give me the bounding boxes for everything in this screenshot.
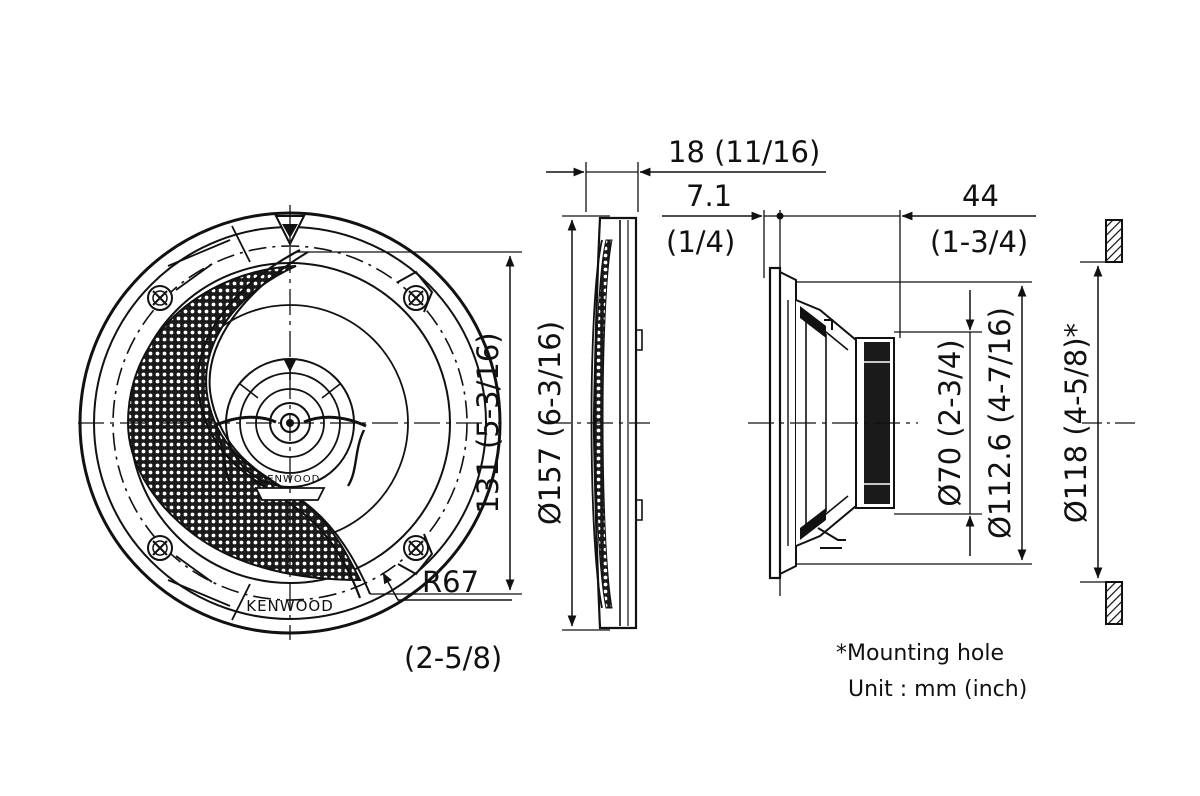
label-magnet-diameter: Ø70 (2-3/4) bbox=[933, 339, 967, 506]
mounting-panel: Ø118 (4-5/8)* bbox=[1059, 219, 1136, 625]
label-depth-mm: 44 bbox=[962, 179, 999, 213]
side-view-grille: Ø157 (6-3/16) 18 (11/16) bbox=[533, 135, 826, 631]
side-view-speaker: 7.1 (1/4) 44 (1-3/4) Ø70 (2-3/4) Ø112.6 … bbox=[662, 179, 1036, 596]
screw-bottom-right bbox=[403, 535, 429, 561]
front-view: KENWOOD KENWOOD bbox=[78, 205, 502, 640]
screw-top-left bbox=[147, 285, 173, 311]
label-flange-in: (1/4) bbox=[666, 225, 735, 259]
panel-top-section bbox=[1105, 219, 1123, 263]
label-frame-diameter: Ø112.6 (4-7/16) bbox=[983, 307, 1017, 539]
label-radius-mm: R67 bbox=[422, 565, 479, 599]
side-grille-mesh bbox=[595, 239, 613, 609]
label-mounting-hole: Ø118 (4-5/8)* bbox=[1059, 323, 1093, 523]
screw-top-right bbox=[403, 285, 429, 311]
note-unit: Unit : mm (inch) bbox=[848, 677, 1027, 702]
note-mounting-hole: *Mounting hole bbox=[836, 641, 1004, 666]
label-outer-diameter: Ø157 (6-3/16) bbox=[533, 321, 567, 525]
label-front-height: 131 (5-3/16) bbox=[471, 332, 505, 513]
label-radius-in: (2-5/8) bbox=[404, 641, 502, 675]
label-grille-depth: 18 (11/16) bbox=[668, 135, 820, 169]
panel-bottom-section bbox=[1105, 581, 1123, 625]
screw-bottom-left bbox=[147, 535, 173, 561]
dim-front-height: 131 (5-3/16) bbox=[296, 251, 522, 595]
label-flange-mm: 7.1 bbox=[686, 179, 732, 213]
label-depth-in: (1-3/4) bbox=[930, 225, 1028, 259]
dim-radius: R67 (2-5/8) bbox=[382, 565, 512, 675]
